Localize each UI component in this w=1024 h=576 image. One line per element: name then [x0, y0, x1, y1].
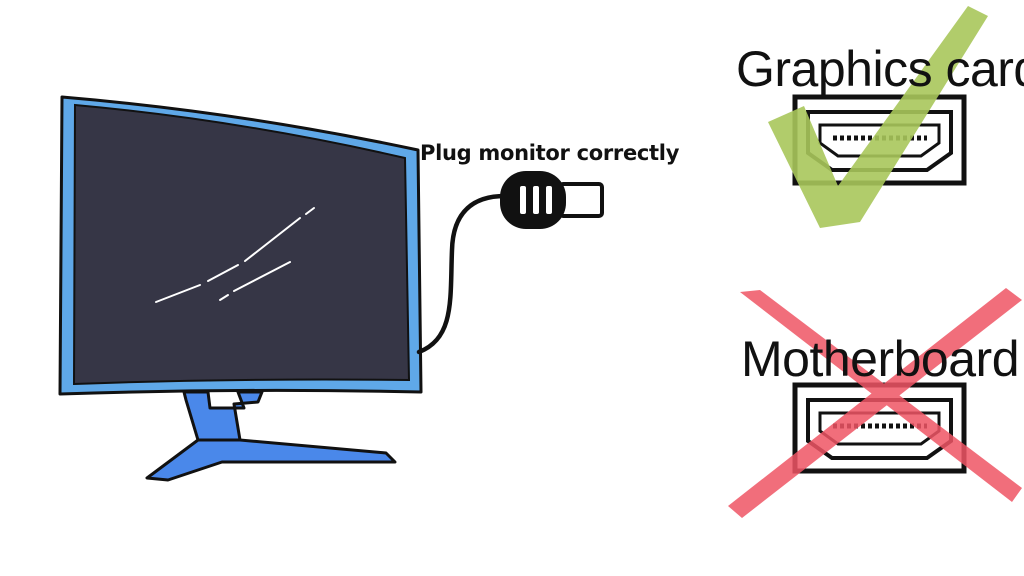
monitor	[58, 95, 423, 482]
monitor-stand-base	[145, 438, 397, 482]
graphics-card-port	[768, 6, 988, 228]
monitor-screen	[72, 103, 411, 386]
graphics-card-label: Graphics card	[736, 41, 1024, 97]
hdmi-plug-icon	[500, 171, 604, 229]
motherboard-port	[728, 288, 1022, 518]
checkmark-icon	[768, 6, 988, 228]
cross-icon	[728, 288, 1022, 518]
screen-glare	[155, 207, 315, 303]
monitor-stand-neck	[182, 390, 264, 442]
cable-wire	[416, 193, 508, 355]
hdmi-cable	[416, 171, 604, 355]
plug-instruction-label: Plug monitor correctly	[420, 141, 680, 165]
motherboard-label: Motherboard	[741, 331, 1020, 387]
